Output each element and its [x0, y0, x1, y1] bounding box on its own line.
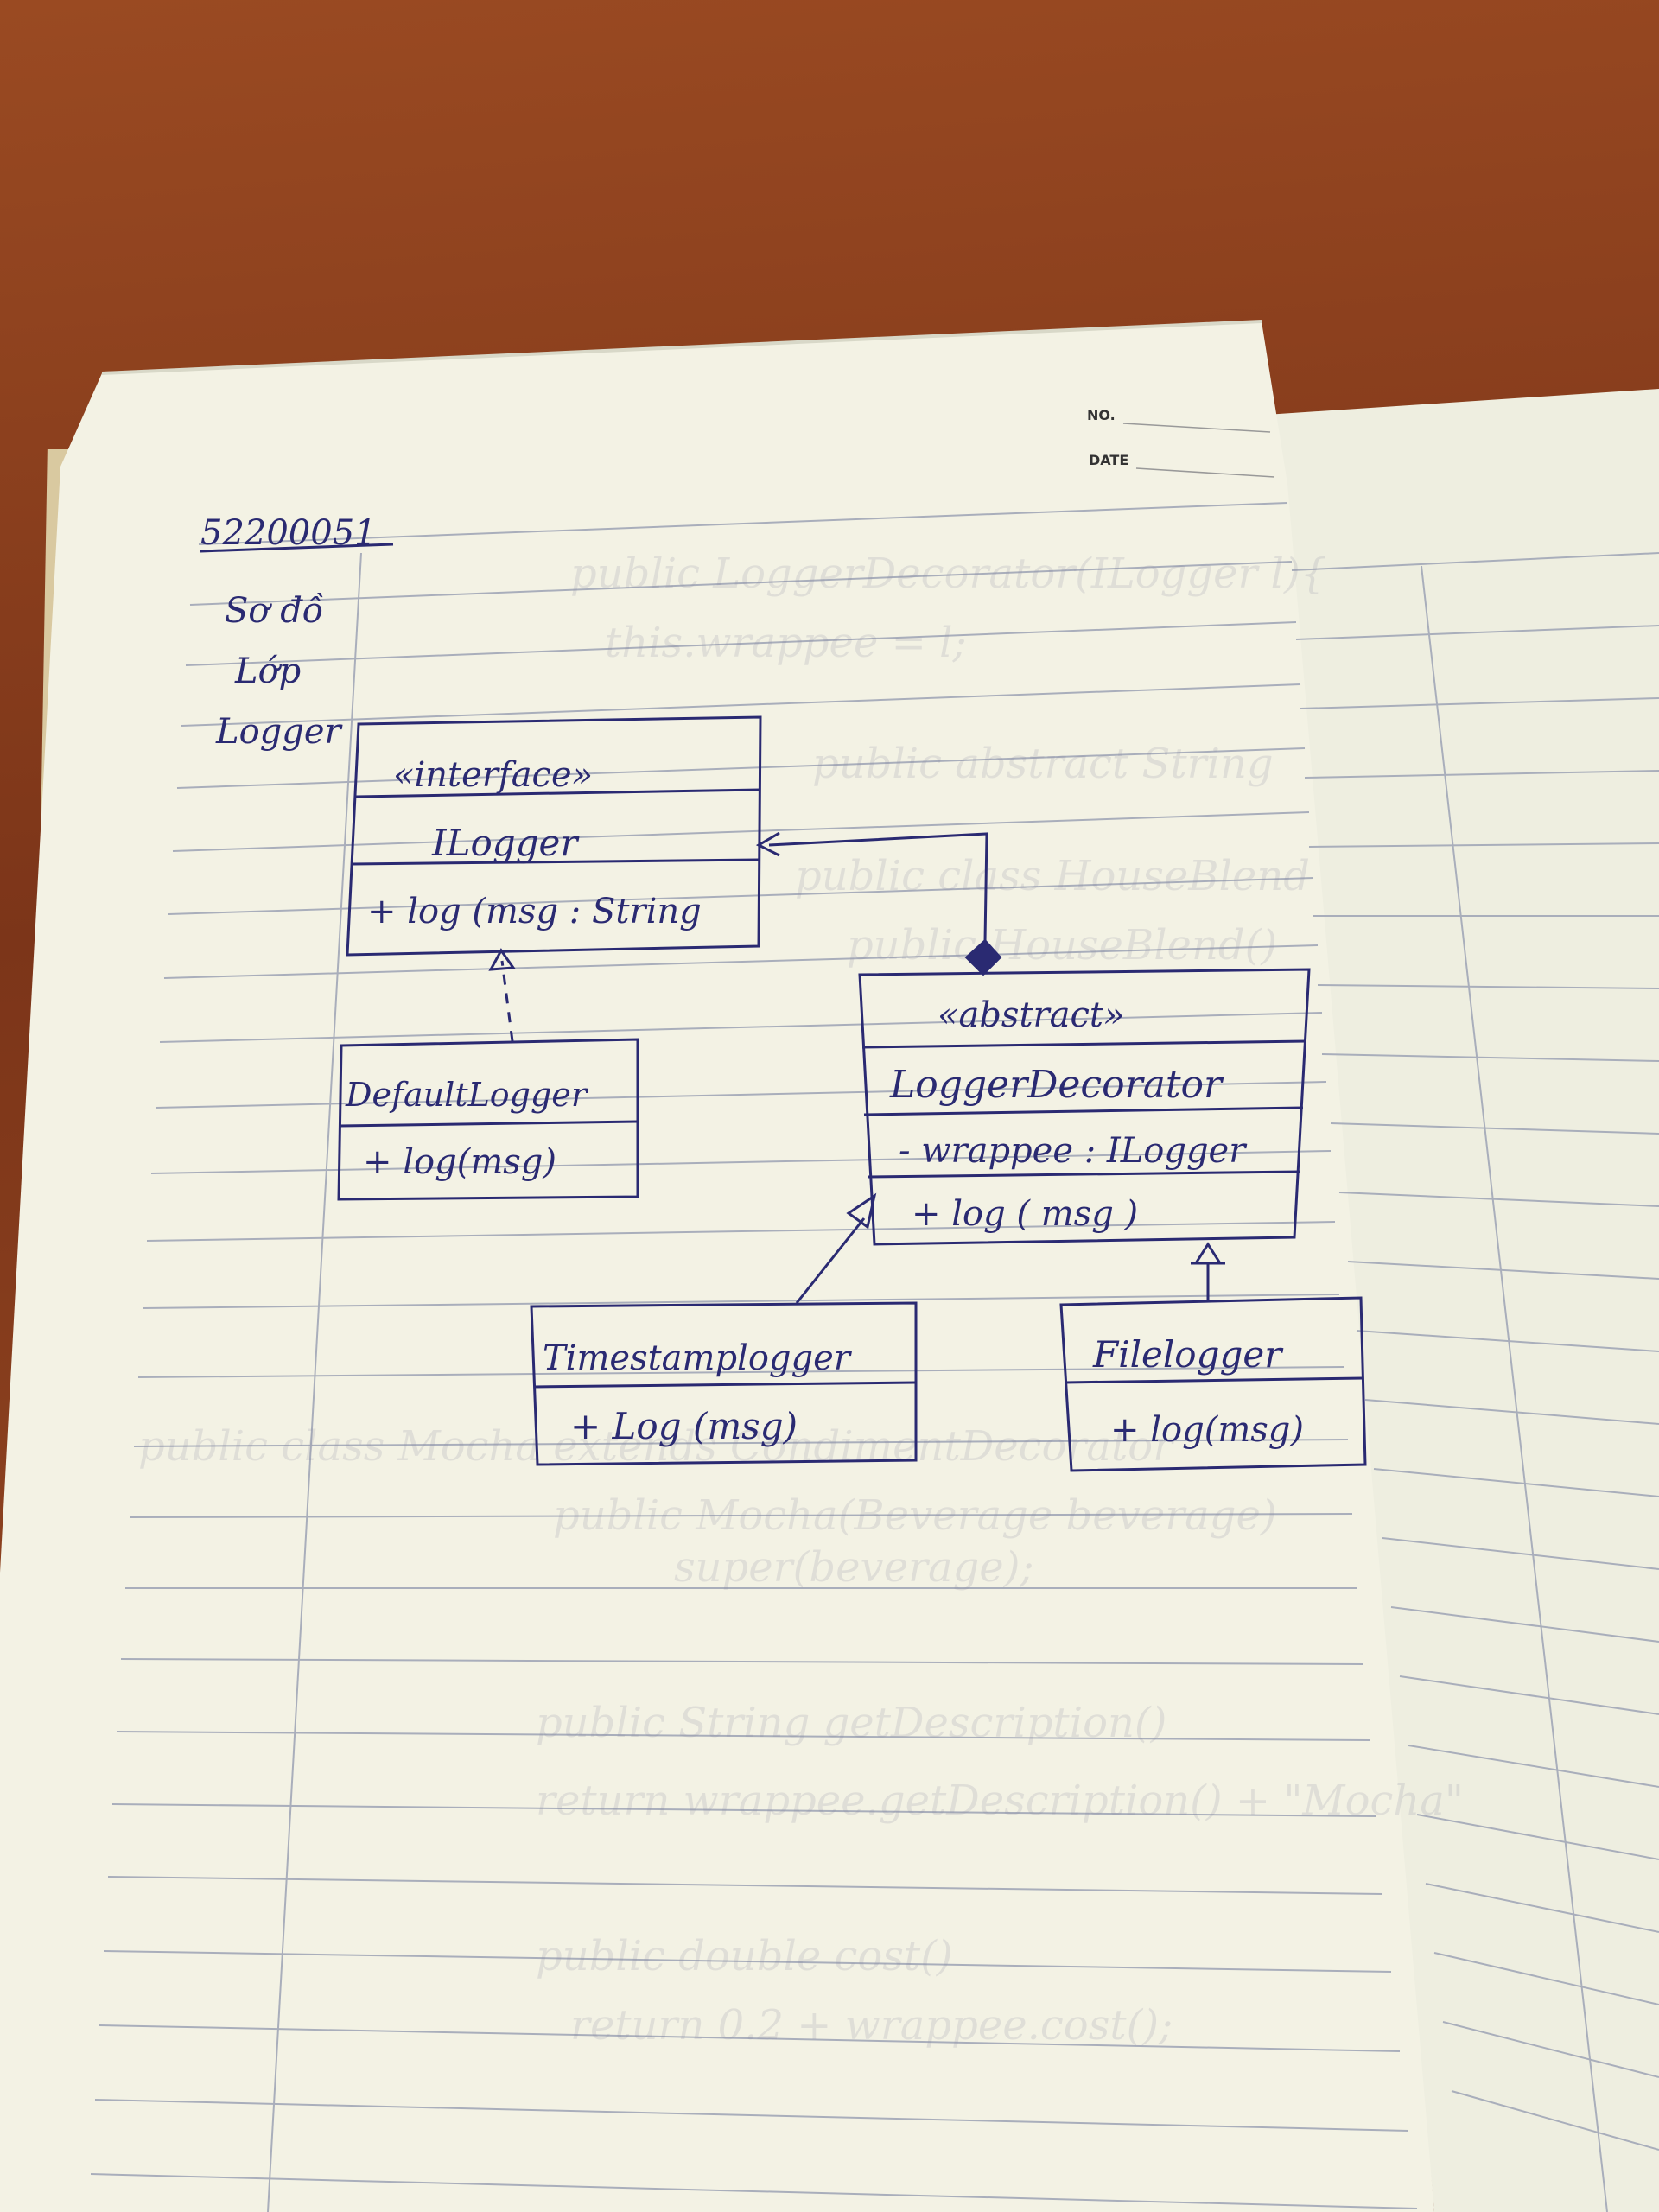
- ilogger-method: + log (msg : String: [367, 892, 702, 931]
- ilogger-stereotype: «interface»: [393, 755, 593, 795]
- composition-diamond: [964, 938, 1002, 976]
- loggerdecorator-box: «abstract» LoggerDecorator - wrappee : I…: [858, 968, 1311, 1246]
- realization-arrow-defaultlogger: [488, 948, 516, 1042]
- filelogger-box: Filelogger + log(msg): [1059, 1296, 1367, 1472]
- defaultlogger-method: + log(msg): [363, 1142, 556, 1182]
- inheritance-arrow-filelogger: [1191, 1242, 1225, 1300]
- inheritance-arrow-timestamplogger: [795, 1192, 877, 1304]
- note-title-line3: Logger: [215, 712, 344, 752]
- svg-text:public String getDescription(): public String getDescription(): [536, 1699, 1166, 1747]
- svg-text:public LoggerDecorator(ILogger: public LoggerDecorator(ILogger l){: [570, 550, 1326, 598]
- svg-text:public double cost(): public double cost(): [536, 1932, 953, 1980]
- svg-text:public class HouseBlend: public class HouseBlend: [795, 852, 1310, 900]
- note-title-line2: Lớp: [234, 652, 301, 691]
- no-label: NO.: [1087, 407, 1116, 423]
- svg-text:public abstract String: public abstract String: [812, 740, 1274, 788]
- ilogger-interface-box: «interface» ILogger + log (msg : String: [346, 715, 762, 957]
- timestamplogger-box: Timestamplogger + Log (msg): [530, 1301, 918, 1466]
- ilogger-name: ILogger: [431, 822, 580, 864]
- filelogger-name: Filelogger: [1092, 1333, 1284, 1376]
- loggerdecorator-name: LoggerDecorator: [889, 1063, 1224, 1107]
- left-page: [0, 321, 1434, 2212]
- margin-line: [267, 552, 362, 2212]
- svg-text:public Mocha(Beverage beverage: public Mocha(Beverage beverage): [553, 1491, 1277, 1540]
- note-title-line1: Sơ đồ: [225, 591, 323, 631]
- bleed-through-ghost-text: public LoggerDecorator(ILogger l){ this.…: [138, 550, 1464, 2050]
- svg-text:public HouseBlend(): public HouseBlend(): [847, 921, 1277, 969]
- svg-text:this.wrappee = l;: this.wrappee = l;: [605, 619, 967, 667]
- filelogger-method: + log(msg): [1110, 1410, 1304, 1450]
- loggerdecorator-stereotype: «abstract»: [938, 995, 1124, 1035]
- loggerdecorator-method: + log ( msg ): [912, 1194, 1138, 1234]
- timestamplogger-name: Timestamplogger: [543, 1338, 853, 1378]
- timestamplogger-method: + Log (msg): [570, 1405, 798, 1447]
- svg-text:return wrappee.getDescription(: return wrappee.getDescription() + "Mocha…: [536, 1777, 1464, 1825]
- svg-text:super(beverage);: super(beverage);: [674, 1543, 1034, 1592]
- composition-arrow-wrappee: [755, 831, 1002, 976]
- date-label: DATE: [1089, 452, 1128, 468]
- loggerdecorator-attribute: - wrappee : ILogger: [899, 1131, 1248, 1171]
- ruled-lines: [90, 502, 1418, 2209]
- defaultlogger-box: DefaultLogger + log(msg): [337, 1038, 639, 1201]
- right-page-lines: [1291, 552, 1659, 2212]
- defaultlogger-name: DefaultLogger: [345, 1076, 589, 1114]
- svg-text:return 0.2 + wrappee.cost();: return 0.2 + wrappee.cost();: [570, 2001, 1173, 2050]
